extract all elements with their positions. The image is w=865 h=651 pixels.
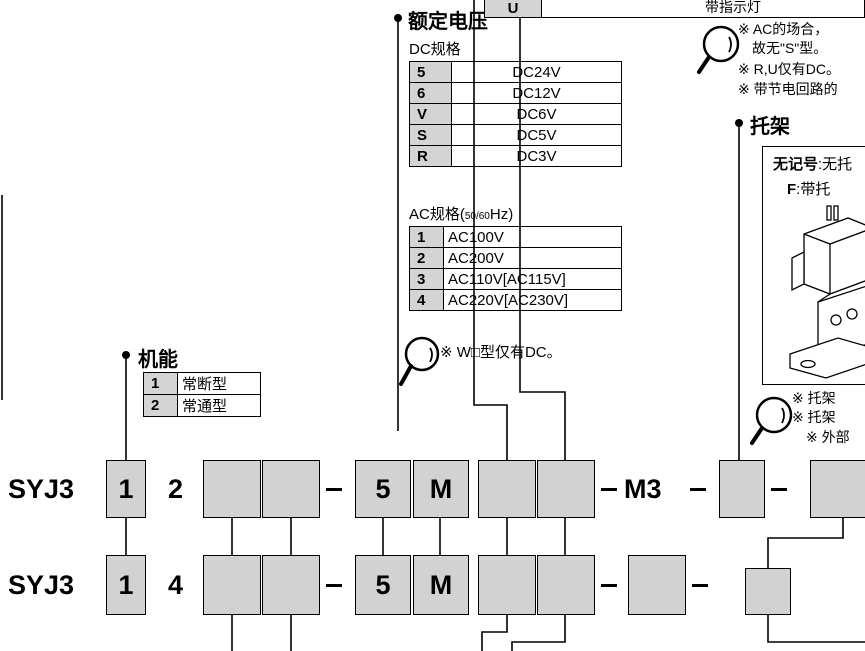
option-box [810, 460, 865, 518]
tr-note-1: ※ AC的场合， [738, 21, 829, 37]
tr-note-3: ※ R,U仅有DC。 [738, 61, 840, 77]
hyphen [601, 584, 617, 587]
option-box [478, 555, 536, 615]
magnifier-icon [750, 396, 793, 445]
suffix-leader-line [473, 0, 508, 460]
model-prefix-2: SYJ3 [8, 570, 75, 600]
option-box [262, 460, 320, 518]
tr-note-2: 故无"S"型。 [752, 40, 828, 56]
hyphen [326, 488, 342, 491]
magnifier-icon [697, 25, 740, 74]
type-code-2: 2 [168, 474, 184, 504]
bracket-f-line: F:带托 [787, 181, 831, 198]
option-box [478, 460, 536, 518]
valve-bracket-illustration [789, 205, 865, 379]
function-dot [122, 351, 130, 359]
indicator-text: 带指示灯 [705, 0, 761, 15]
down-e3 [481, 615, 508, 651]
indicator-row: U 带指示灯 [484, 0, 865, 18]
magnifier-icon [399, 336, 440, 386]
voltage-dot [394, 14, 402, 22]
function-code-box: 1 [106, 460, 146, 518]
function-code-box: 1 [106, 555, 146, 615]
voltage-code-box: 5 [355, 555, 411, 615]
voltage-code-box: 5 [355, 460, 411, 518]
option-box [537, 555, 595, 615]
thread-code-m3: M3 [624, 474, 662, 504]
link-tail [767, 518, 844, 568]
hyphen [326, 584, 342, 587]
option-box [203, 555, 261, 615]
tr-note-4: ※ 带节电回路的 [738, 81, 838, 97]
hyphen [601, 488, 617, 491]
hyphen [692, 584, 708, 587]
bracket-note-3: ※ 外部 [806, 429, 850, 445]
indicator-code: U [485, 0, 542, 17]
bracket-panel: 无记号:无托 F:带托 [762, 146, 865, 385]
option-box [262, 555, 320, 615]
hyphen [690, 488, 706, 491]
voltage-title: 额定电压 [408, 11, 488, 33]
voltage-note: ※ W□型仅有DC。 [440, 344, 562, 361]
option-box [537, 460, 595, 518]
bracket-none-line: 无记号:无托 [773, 156, 853, 173]
ac-subtitle: AC规格(50/60Hz) [409, 206, 514, 223]
bracket-note-2: ※ 托架 [792, 409, 836, 425]
bracket-code-box [719, 460, 765, 518]
hyphen [771, 488, 787, 491]
down-e4 [511, 615, 566, 651]
bracket-note-1: ※ 托架 [792, 390, 836, 406]
option-box [628, 555, 686, 615]
function-title: 机能 [138, 349, 178, 371]
bracket-code-box [745, 568, 791, 615]
manual-code-box: M [413, 460, 469, 518]
dc-subtitle: DC规格 [409, 41, 461, 58]
down-tail [767, 615, 865, 643]
bracket-title: 托架 [750, 116, 790, 138]
manual-code-box: M [413, 555, 469, 615]
type-code-4: 4 [168, 570, 184, 600]
model-prefix-1: SYJ3 [8, 474, 75, 504]
bracket-dot [735, 119, 743, 127]
option-box [203, 460, 261, 518]
suffix-leader-line-2 [519, 0, 566, 460]
